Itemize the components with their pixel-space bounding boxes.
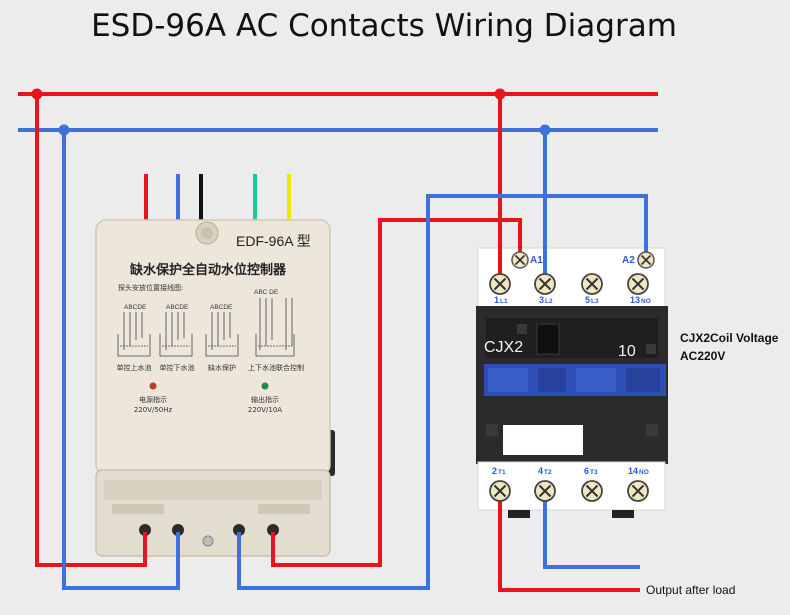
junction-neutral-left	[58, 124, 70, 136]
mode-label-1: 单控上水池	[117, 363, 152, 372]
top-terminal-1-label: 1L1	[494, 295, 508, 305]
coil-voltage-label: CJX2Coil Voltage	[680, 331, 779, 345]
bottom-terminal-14-label: 14NO	[628, 466, 649, 476]
coil-terminal-a2-label: A2	[622, 255, 635, 266]
wire-load-t2	[543, 492, 640, 569]
screw-14no	[627, 480, 649, 502]
probe-group-3: ABCDE	[210, 304, 233, 311]
tank-icon-4	[255, 298, 295, 357]
power-rating: 220V/50Hz	[134, 406, 173, 414]
bottom-terminal-4-label: 4T2	[538, 466, 552, 476]
output-rating: 220V/10A	[248, 406, 282, 414]
probe-group-4: ABC DE	[254, 289, 279, 296]
controller-terminal-2	[172, 524, 184, 536]
wire-output-to-a2	[237, 194, 648, 590]
junction-neutral-right	[539, 124, 551, 136]
wire-load-t1	[498, 492, 640, 592]
screw-t2	[534, 480, 556, 502]
contactor-window	[536, 323, 560, 355]
tank-icon-1	[117, 312, 151, 357]
bottom-terminal-2-label: 2T1	[492, 466, 506, 476]
screw-l1	[489, 273, 511, 295]
probe-group-1: ABCDE	[124, 304, 147, 311]
junction-live-left	[31, 88, 43, 100]
contactor-screws	[489, 251, 655, 502]
controller-terminal-1	[139, 524, 151, 536]
water-level-controller: EDF-96A 型 缺水保护全自动水位控制器 探头安放位置接线图: ABCDE …	[95, 174, 335, 557]
screw-t3	[581, 480, 603, 502]
controller-name: 缺水保护全自动水位控制器	[129, 262, 287, 278]
top-terminal-3-label: 3L2	[539, 295, 553, 305]
bottom-terminal-6-label: 6T3	[584, 466, 598, 476]
tank-icon-3	[205, 312, 239, 357]
probe-group-2: ABCDE	[166, 304, 189, 311]
screw-13no	[627, 273, 649, 295]
wire-neutral-to-controller	[62, 130, 180, 590]
wire-output-to-a1	[271, 218, 522, 567]
contactor-label-plate	[503, 425, 583, 455]
contactor-model: CJX2	[484, 339, 523, 356]
coil-voltage-value: AC220V	[680, 349, 725, 363]
output-indicator-label: 输出指示	[251, 395, 279, 404]
tank-icon-2	[159, 312, 193, 357]
wiring	[18, 92, 658, 592]
top-terminal-5-label: 5L3	[585, 295, 599, 305]
contactor-rating: 10	[618, 343, 636, 360]
controller-screw	[202, 535, 214, 547]
controller-terminal-4	[267, 524, 279, 536]
top-terminal-13-label: 13NO	[630, 295, 651, 305]
mode-label-3: 缺水保护	[208, 363, 236, 372]
diagram-title: ESD-96A AC Contacts Wiring Diagram	[91, 8, 677, 44]
screw-l2	[534, 273, 556, 295]
controller-body	[95, 219, 331, 476]
mode-label-4: 上下水池联合控制	[248, 363, 304, 372]
power-indicator-label: 电源指示	[139, 395, 167, 404]
screw-a2	[637, 251, 655, 269]
power-indicator-led	[149, 382, 157, 390]
cjx2-contactor: CJX2 10 A1 A2 1L1 3L2 5L3 13NO 2T1 4T2 6…	[476, 247, 668, 518]
controller-terminal-3	[233, 524, 245, 536]
junction-live-right	[494, 88, 506, 100]
screw-l3	[581, 273, 603, 295]
output-after-load-label: Output after load	[646, 583, 735, 597]
wire-live-to-controller	[35, 94, 147, 567]
output-indicator-led	[261, 382, 269, 390]
screw-a1	[511, 251, 529, 269]
mode-label-2: 单控下水池	[160, 363, 195, 372]
screw-t1	[489, 480, 511, 502]
probe-caption: 探头安放位置接线图:	[118, 283, 183, 292]
controller-model: EDF-96A 型	[236, 233, 311, 249]
coil-terminal-a1-label: A1	[530, 255, 543, 266]
